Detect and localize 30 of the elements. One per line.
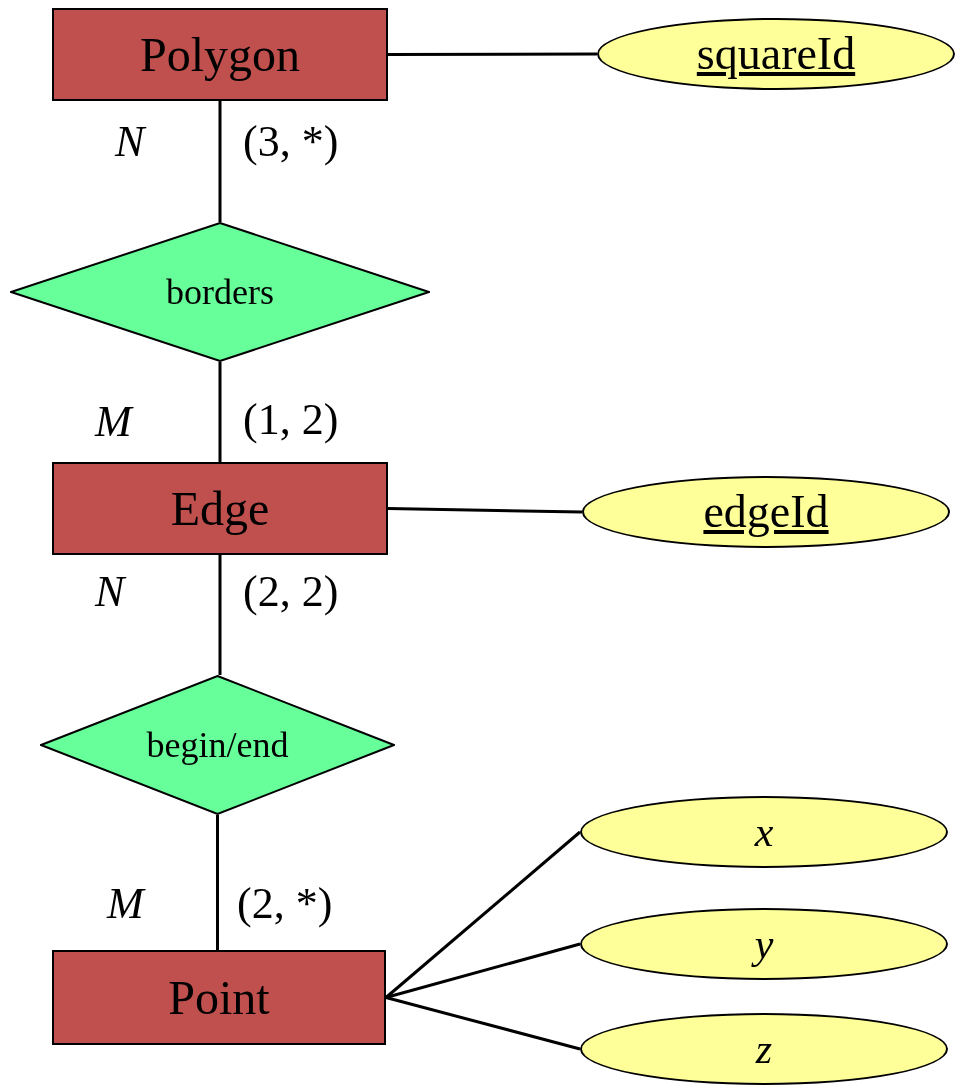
- cardinality-label: N: [115, 120, 145, 164]
- relationship-diamond: [10, 222, 430, 362]
- connector-line: [385, 830, 581, 999]
- connector-line: [218, 555, 222, 675]
- cardinality-label: (1, 2): [243, 398, 339, 442]
- connector-line: [218, 101, 222, 222]
- connector-line: [385, 996, 581, 1051]
- node-label: begin/end: [146, 727, 289, 763]
- entity-box: [52, 462, 388, 555]
- cardinality-label: M: [95, 400, 132, 444]
- connector-line: [388, 52, 597, 56]
- node-label: squareId: [696, 31, 856, 77]
- node-label: borders: [166, 274, 274, 310]
- node-label: Point: [168, 973, 270, 1022]
- node-label: Polygon: [140, 30, 300, 79]
- node-label: z: [755, 1028, 773, 1070]
- cardinality-label: (3, *): [243, 120, 339, 164]
- connector-line: [218, 362, 222, 462]
- cardinality-label: (2, 2): [243, 570, 339, 614]
- connector-line: [216, 815, 219, 950]
- node-label: edgeId: [703, 489, 829, 535]
- cardinality-label: M: [107, 882, 144, 926]
- node-label: x: [754, 811, 774, 853]
- entity-box: [52, 950, 386, 1045]
- relationship-diamond: [40, 675, 395, 815]
- cardinality-label: N: [95, 570, 125, 614]
- entity-box: [52, 8, 388, 101]
- cardinality-label: (2, *): [237, 882, 333, 926]
- connector-line: [387, 507, 583, 514]
- node-label: Edge: [170, 484, 270, 533]
